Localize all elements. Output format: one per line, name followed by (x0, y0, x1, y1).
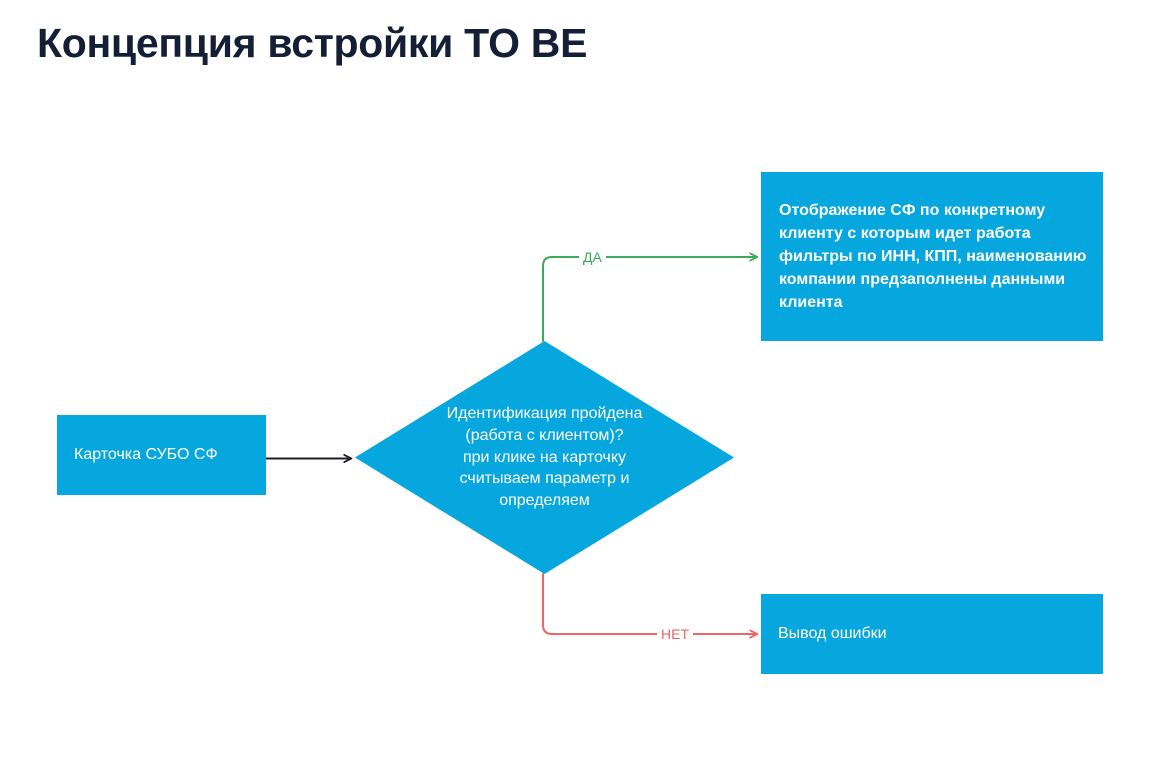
node-card-subo-sf-label: Карточка СУБО СФ (74, 446, 218, 464)
edge-label-no: НЕТ (657, 627, 693, 641)
edge-decision-to-display (542, 257, 757, 342)
node-display-invoices[interactable]: Отображение СФ по конкретному клиенту с … (761, 172, 1103, 341)
node-error-output-label: Вывод ошибки (778, 625, 887, 643)
edge-label-yes: ДА (579, 250, 606, 264)
node-error-output[interactable]: Вывод ошибки (761, 594, 1103, 674)
edge-decision-to-error (542, 573, 757, 634)
page-title: Концепция встройки TO BE (37, 20, 588, 66)
node-decision-identification[interactable]: Идентификация пройдена (работа с клиенто… (355, 341, 734, 574)
node-card-subo-sf[interactable]: Карточка СУБО СФ (57, 415, 266, 495)
node-decision-identification-label: Идентификация пройдена (работа с клиенто… (446, 404, 643, 510)
node-display-invoices-label: Отображение СФ по конкретному клиенту с … (779, 201, 1087, 312)
